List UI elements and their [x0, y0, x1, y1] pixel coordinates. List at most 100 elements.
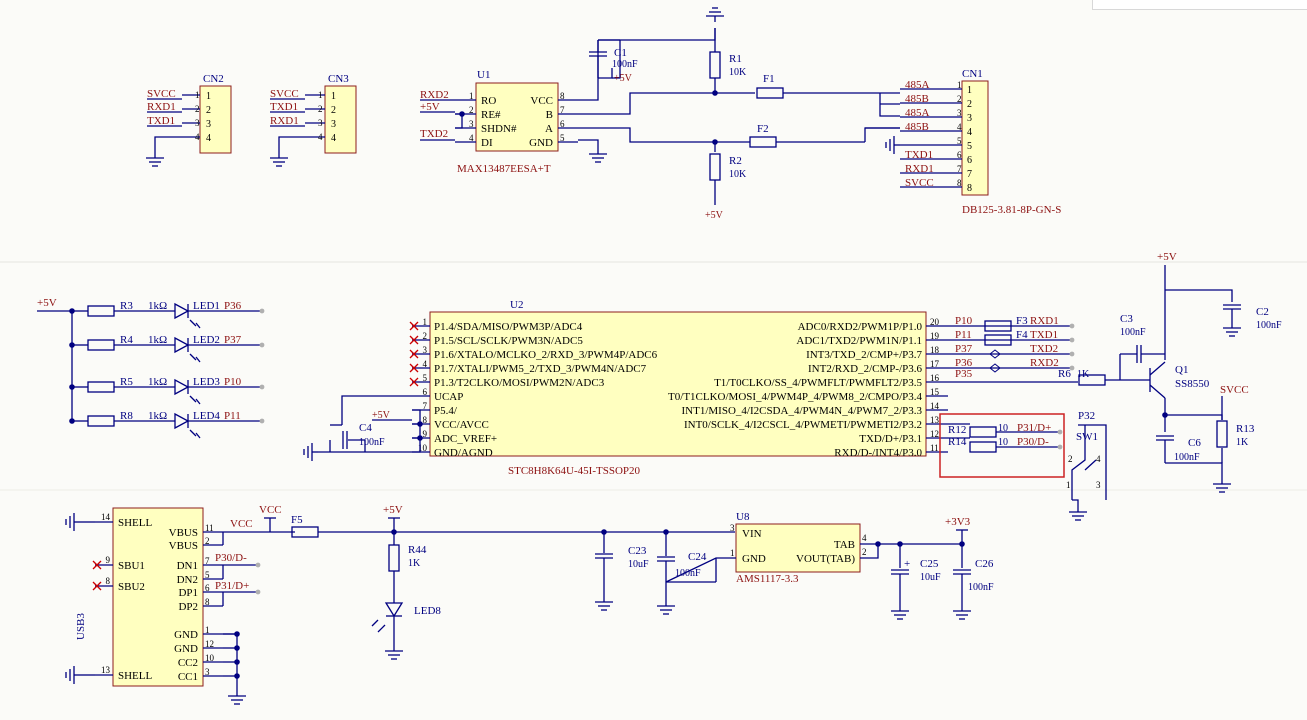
c23-ref: C23: [628, 545, 647, 557]
usb3-pin-number: 12: [205, 639, 214, 649]
led-resistor-ref: R5: [120, 376, 133, 388]
led-resistor-value: 1kΩ: [148, 410, 167, 422]
cn2-pin-number: 2: [195, 104, 200, 114]
r6-ref: R6: [1058, 368, 1071, 380]
r44-value: 1K: [408, 558, 421, 569]
sw1-pin: 2: [1068, 454, 1073, 464]
port-terminal: [255, 589, 261, 595]
port-terminal: [1057, 444, 1063, 450]
u2-net-port: P10: [955, 315, 973, 327]
usb3-pin-number: 9: [106, 555, 111, 565]
no-connect-mark: [409, 363, 419, 373]
usb3-pin-name: SHELL: [118, 517, 153, 529]
led-resistor[interactable]: [87, 305, 115, 317]
u2-pin-name: P1.7/XTALI/PWM5_2/TXD_3/PWM4N/ADC7: [434, 363, 647, 375]
cn1-net-label: 485B: [905, 121, 929, 133]
f5-fuse[interactable]: [291, 526, 319, 538]
cn3-ref: CN3: [328, 73, 349, 85]
r12-resistor[interactable]: [969, 426, 997, 438]
led-diode: [174, 412, 190, 430]
f1-ref: F1: [763, 73, 775, 85]
u8-pin-number: 4: [862, 533, 867, 543]
cn1-pin-name: 5: [967, 141, 972, 152]
usb3-pin-name: VBUS: [169, 540, 198, 552]
usb3-pin-name: GND: [174, 643, 198, 655]
cn2-net-rxd1: RXD1: [147, 101, 176, 113]
c6-value: 100nF: [1174, 452, 1200, 463]
led-net: P36: [224, 300, 242, 312]
wire: [612, 40, 621, 79]
u1-pin-name: RE#: [481, 109, 501, 121]
led-resistor[interactable]: [87, 415, 115, 427]
led-resistor[interactable]: [87, 339, 115, 351]
r2-resistor[interactable]: [709, 153, 721, 181]
cn2-body[interactable]: [199, 85, 232, 154]
u2-ref: U2: [510, 299, 523, 311]
highlight-box[interactable]: [939, 413, 1065, 478]
cn2-pin-name: 1: [206, 91, 211, 102]
usb3-pin-number: 6: [205, 583, 210, 593]
wire: [318, 409, 421, 453]
u2-pin-number: 13: [930, 415, 940, 425]
r13-resistor[interactable]: [1216, 420, 1228, 448]
port-terminal: [1069, 365, 1075, 371]
no-connect-mark: [409, 335, 419, 345]
u2-pin-name: P1.5/SCL/SCLK/PWM3N/ADC5: [434, 335, 583, 347]
port-terminal: [259, 308, 265, 314]
r44-resistor[interactable]: [388, 544, 400, 572]
u1-pin-name: RO: [481, 95, 496, 107]
u2-net-port: P36: [955, 357, 973, 369]
led-arrow: [195, 322, 201, 329]
led-vcc-net: +5V: [37, 297, 57, 309]
cn1-pin-name: 2: [967, 99, 972, 110]
usb3-pin-name: SBU1: [118, 560, 145, 572]
u8-body[interactable]: [735, 523, 861, 573]
sw1-ref: SW1: [1076, 431, 1098, 443]
led-arrow: [189, 353, 197, 361]
cn3-pin-name: 1: [331, 91, 336, 102]
port-terminal: [259, 342, 265, 348]
usb3-ref: USB3: [75, 613, 87, 640]
u2-pin-name: P1.4/SDA/MISO/PWM3P/ADC4: [434, 321, 583, 333]
led-ref: LED2: [193, 334, 220, 346]
cn2-pin-name: 4: [206, 133, 211, 144]
usb3-body[interactable]: [112, 507, 204, 687]
cn3-body[interactable]: [324, 85, 357, 154]
led8-diode[interactable]: [384, 602, 404, 618]
f2-ref: F2: [757, 123, 769, 135]
cn1-pin-number: 7: [957, 164, 962, 174]
u2-pin-name: P1.3/T2CLKO/MOSI/PWM2N/ADC3: [434, 377, 605, 389]
cn1-ref: CN1: [962, 68, 983, 80]
no-connect-mark: [409, 321, 419, 331]
u2-pin-name: P5.4/: [434, 405, 458, 417]
u1-pin-name: GND: [529, 137, 553, 149]
cn1-pin-name: 7: [967, 169, 972, 180]
u2-net-p35: P35: [955, 368, 973, 380]
cn1-body[interactable]: [961, 80, 989, 196]
f2-fuse[interactable]: [749, 136, 777, 148]
led-resistor[interactable]: [87, 381, 115, 393]
r14-resistor[interactable]: [969, 441, 997, 453]
c4-value: 100nF: [359, 437, 385, 448]
u2-pin-number: 9: [423, 429, 428, 439]
u2-body[interactable]: [429, 311, 927, 457]
led-resistor-value: 1kΩ: [148, 300, 167, 312]
cn3-net-svcc: SVCC: [270, 88, 299, 100]
r1-value: 10K: [729, 67, 747, 78]
f1-fuse[interactable]: [756, 87, 784, 99]
r1-resistor[interactable]: [709, 51, 721, 79]
wire: [598, 28, 716, 41]
cn2-pin-number: 4: [195, 132, 200, 142]
cn1-net-label: 485A: [905, 79, 930, 91]
usb3-pin-name: VBUS: [169, 527, 198, 539]
wire: [578, 92, 755, 115]
c3-ref: C3: [1120, 313, 1133, 325]
u1-body[interactable]: [475, 82, 559, 152]
r13-value: 1K: [1236, 437, 1249, 448]
fuse[interactable]: [984, 320, 1012, 332]
cn1-pin-number: 6: [957, 150, 962, 160]
fuse[interactable]: [984, 334, 1012, 346]
u1-pin-name: A: [545, 123, 553, 135]
u1-part: MAX13487EESA+T: [457, 163, 551, 175]
